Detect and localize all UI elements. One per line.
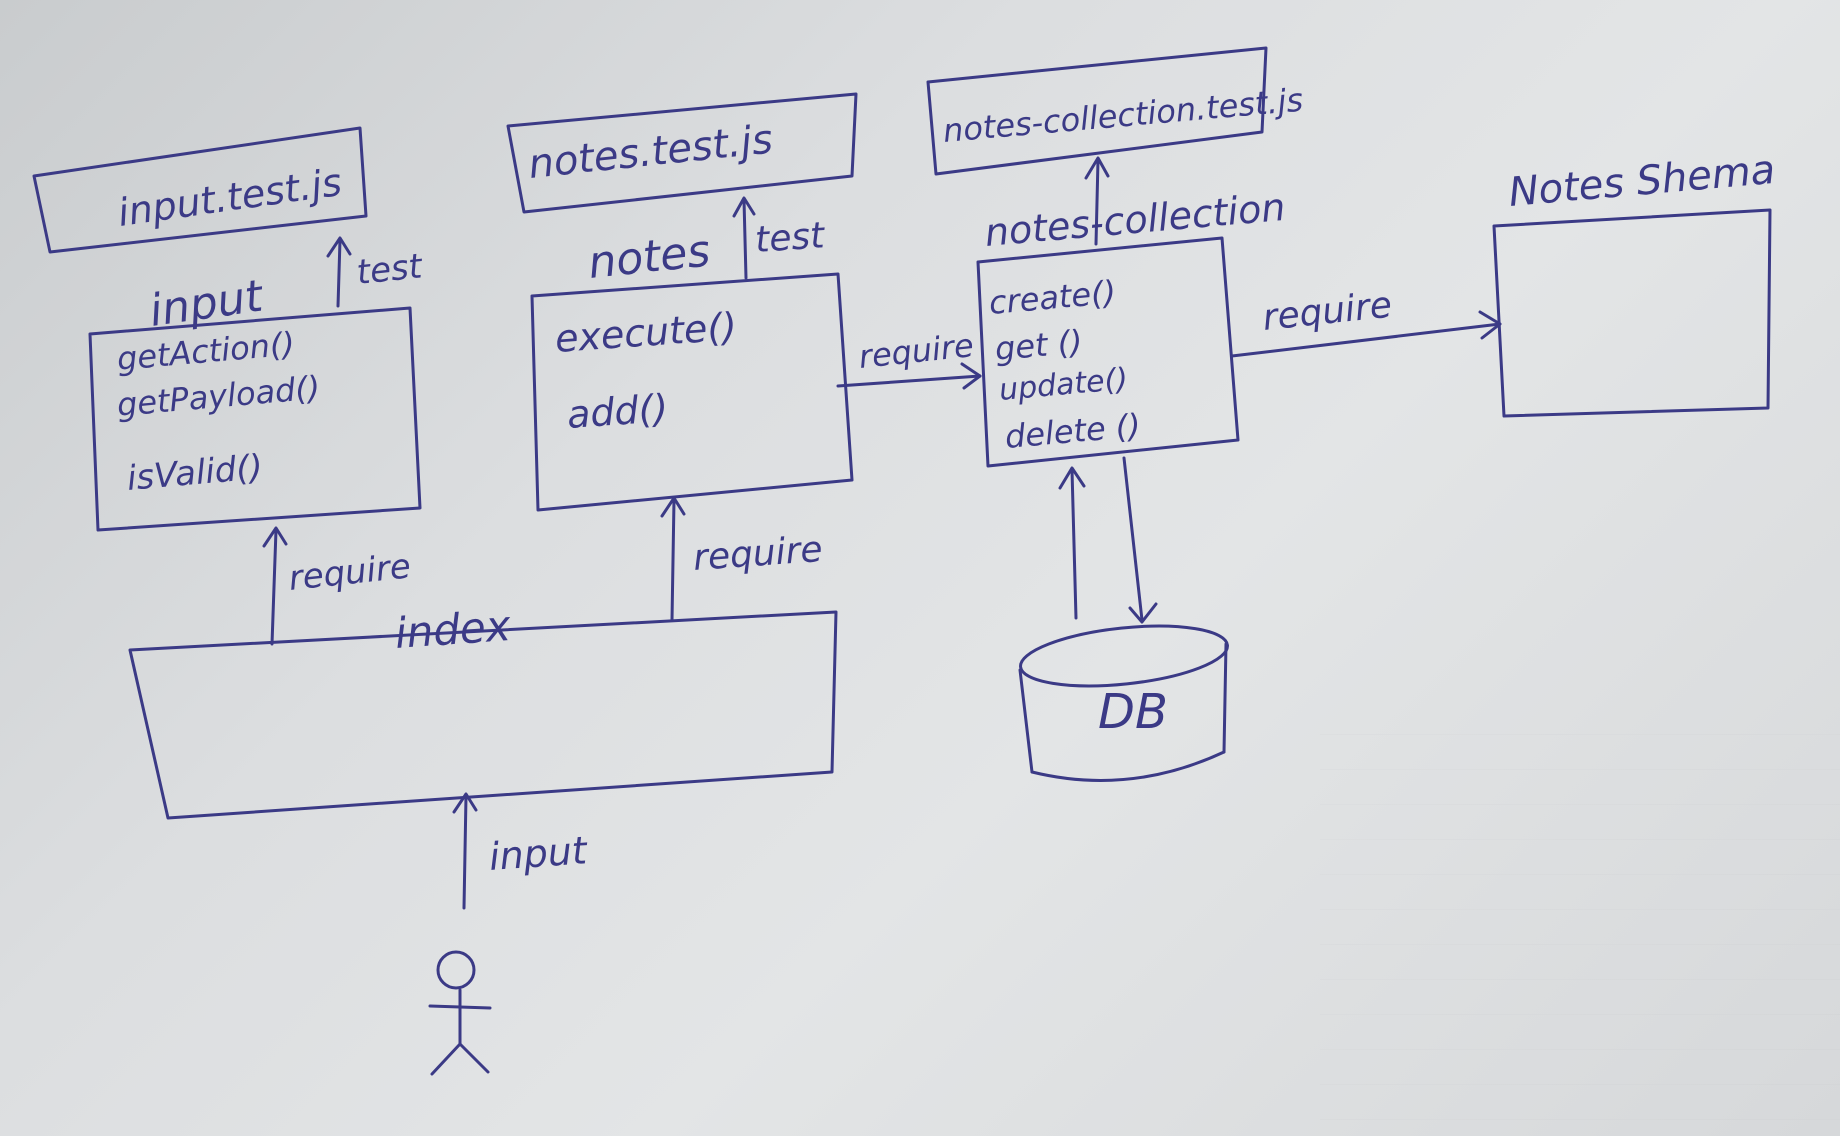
- edge-index-to-notes: require: [660, 496, 824, 622]
- notes-method-0: execute(): [554, 304, 739, 361]
- notes-test-node: notes.test.js: [506, 92, 858, 214]
- edge-collection-to-schema: require: [1230, 285, 1502, 358]
- collection-method-0: create(): [987, 273, 1117, 322]
- input-method-0: getAction(): [115, 325, 296, 378]
- index-title: index: [393, 601, 513, 658]
- notes-method-1: add(): [566, 386, 670, 437]
- edge-collection-schema-label: require: [1261, 285, 1394, 339]
- paper-texture: [1320, 700, 1840, 1136]
- edge-input-test-label: test: [355, 246, 426, 293]
- input-method-1: getPayload(): [115, 368, 321, 424]
- collection-test-label: notes-collection.test.js: [941, 81, 1304, 150]
- edge-user-index-label: input: [488, 828, 591, 879]
- notes-module-title: notes: [586, 225, 713, 288]
- collection-test-node: notes-collection.test.js: [926, 46, 1305, 176]
- edge-input-to-test: test: [326, 236, 426, 308]
- edge-user-to-index: input: [452, 792, 591, 910]
- edge-notes-collection-label: require: [857, 326, 976, 376]
- edge-index-notes-label: require: [692, 529, 824, 579]
- edge-collection-db: [1058, 456, 1158, 624]
- edge-index-input-label: require: [287, 546, 413, 599]
- user-actor-icon: [428, 950, 492, 1076]
- collection-module-node: notes-collection create() get () update(…: [976, 185, 1287, 468]
- collection-method-2: update(): [998, 362, 1130, 408]
- edge-notes-test-label: test: [754, 215, 828, 261]
- collection-method-1: get (): [993, 322, 1084, 367]
- db-node: DB: [1018, 624, 1229, 782]
- notes-test-label: notes.test.js: [526, 117, 775, 188]
- edge-notes-to-test: test: [732, 196, 828, 280]
- edge-notes-to-collection: require: [836, 326, 982, 390]
- input-test-node: input.test.js: [32, 126, 368, 254]
- db-label: DB: [1098, 684, 1168, 740]
- collection-method-3: delete (): [1003, 406, 1142, 456]
- notes-module-node: notes execute() add(): [530, 225, 854, 512]
- input-module-node: input getAction() getPayload() isValid(): [88, 270, 422, 532]
- index-node: index: [128, 601, 838, 820]
- edge-collection-to-test: [1084, 156, 1110, 246]
- input-method-2: isValid(): [125, 447, 264, 499]
- collection-module-title: notes-collection: [983, 185, 1287, 255]
- schema-node: Notes Shema: [1492, 147, 1777, 418]
- edge-index-to-input: require: [262, 526, 413, 646]
- schema-title: Notes Shema: [1507, 147, 1777, 216]
